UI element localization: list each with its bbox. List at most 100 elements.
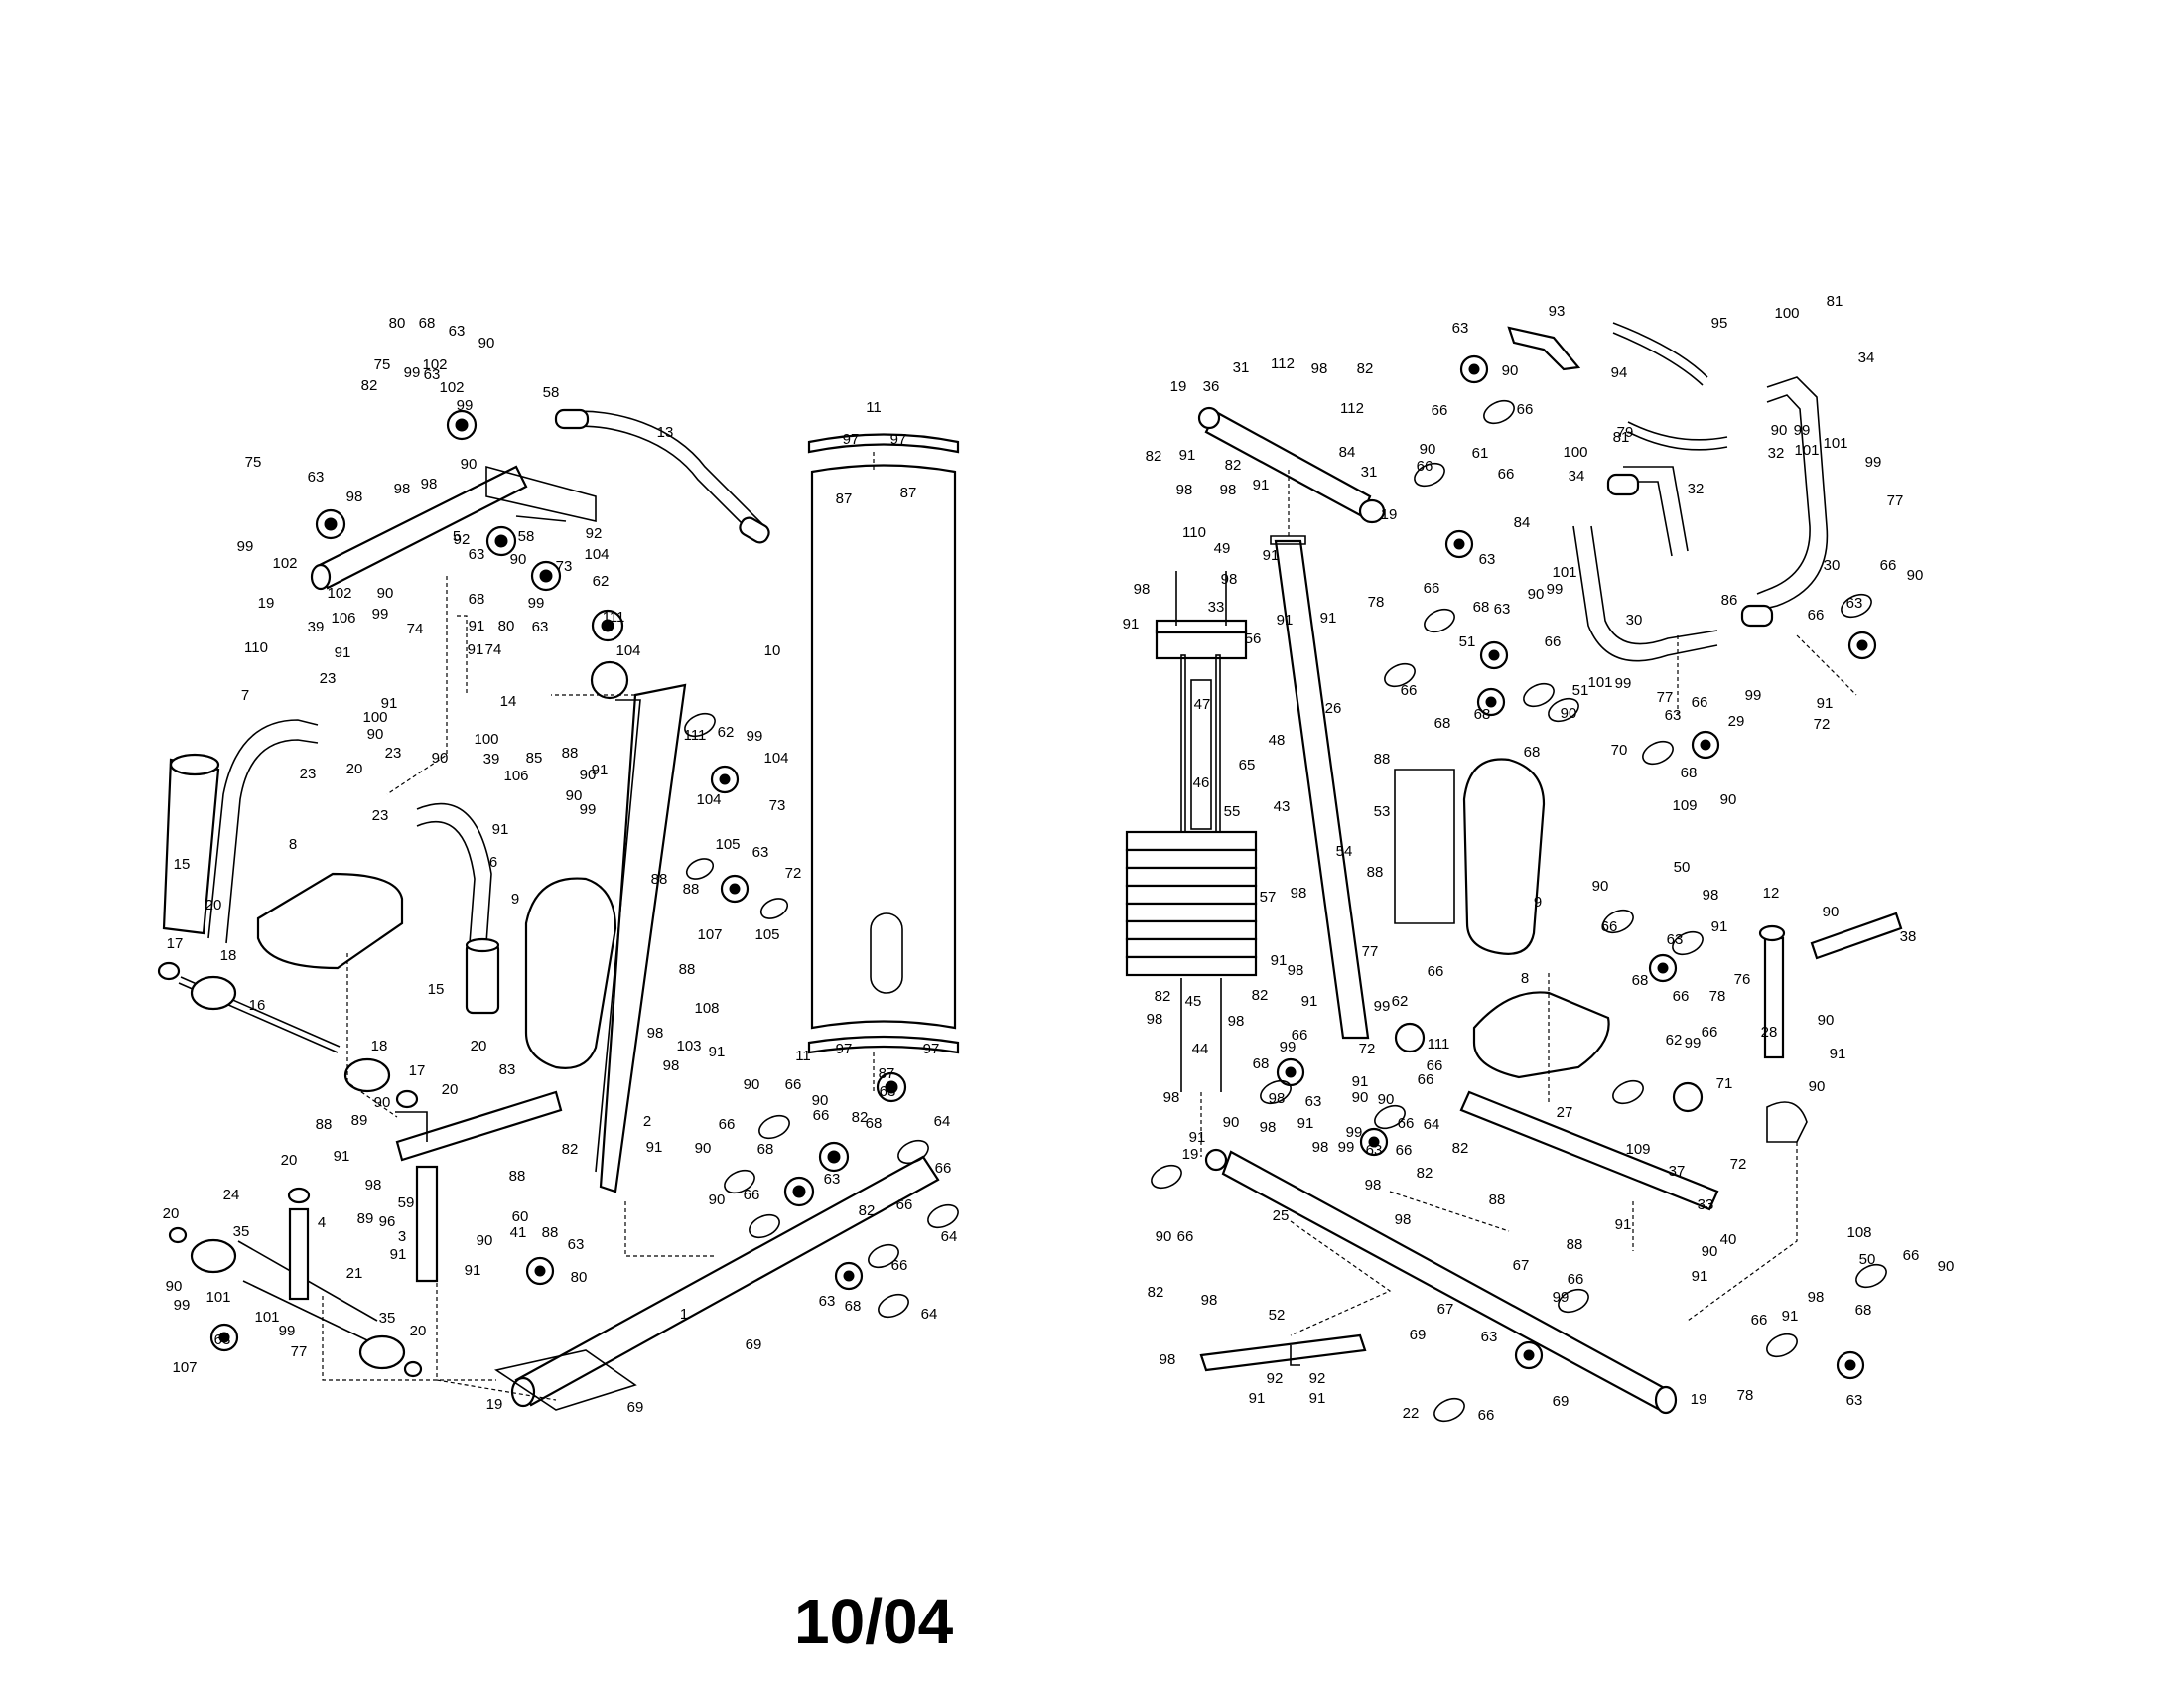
part-number-label: 72	[785, 865, 802, 882]
date-code: 10/04	[794, 1586, 954, 1657]
part-number-label: 90	[478, 335, 495, 351]
part-number-label: 82	[1417, 1165, 1433, 1182]
part-number-label: 92	[454, 531, 471, 548]
part-number-label: 1	[680, 1306, 688, 1323]
part-number-label: 21	[346, 1265, 363, 1282]
part-number-label: 97	[890, 431, 907, 448]
pulley-group-left	[209, 409, 907, 1352]
part-number-label: 77	[1657, 689, 1674, 706]
part-number-label: 101	[1823, 435, 1847, 452]
part-number-label: 63	[1665, 707, 1682, 724]
part-number-label: 18	[220, 947, 237, 964]
backrest-right-part	[1394, 758, 1546, 955]
part-number-label: 99	[174, 1297, 191, 1314]
part-number-label: 25	[1273, 1207, 1290, 1224]
part-number-label: 92	[1267, 1370, 1284, 1387]
part-number-label: 102	[327, 585, 351, 602]
part-number-label: 91	[1352, 1073, 1369, 1090]
part-number-label: 51	[1572, 682, 1589, 699]
part-number-label: 59	[398, 1194, 415, 1211]
part-number-label: 89	[357, 1210, 374, 1227]
part-number-label: 91	[1301, 993, 1318, 1010]
part-number-label: 70	[1611, 742, 1628, 759]
part-number-label: 98	[365, 1177, 382, 1193]
part-number-label: 36	[1203, 378, 1220, 395]
part-number-label: 66	[719, 1116, 736, 1133]
part-number-label: 53	[1374, 803, 1391, 820]
base-frame-right-part	[1221, 1150, 1678, 1415]
part-number-label: 104	[584, 546, 609, 563]
part-number-label: 91	[1309, 1390, 1326, 1407]
part-number-label: 17	[409, 1062, 426, 1079]
part-number-label: 63	[1846, 595, 1863, 612]
part-number-label: 26	[1325, 700, 1342, 717]
part-number-label: 3	[398, 1228, 406, 1245]
part-number-label: 6	[489, 854, 497, 871]
part-number-label: 68	[1253, 1055, 1270, 1072]
part-number-label: 66	[1545, 633, 1562, 650]
part-number-label: 77	[1887, 492, 1904, 509]
part-number-label: 107	[172, 1359, 197, 1376]
part-number-label: 87	[900, 485, 917, 501]
part-number-label: 52	[1269, 1307, 1286, 1324]
part-number-label: 111	[603, 609, 625, 626]
top-arm-part	[310, 465, 597, 591]
part-number-label: 91	[1179, 447, 1196, 464]
part-number-label: 72	[1730, 1156, 1747, 1173]
part-number-label: 20	[442, 1081, 459, 1098]
part-number-label: 62	[593, 573, 610, 590]
part-number-label: 112	[1271, 355, 1295, 372]
part-number-label: 98	[346, 489, 363, 505]
part-number-label: 8	[289, 836, 297, 853]
part-number-label: 99	[1346, 1124, 1363, 1141]
part-number-label: 100	[474, 731, 498, 748]
part-number-label: 87	[879, 1065, 895, 1082]
part-number-label: 90	[1420, 441, 1436, 458]
part-number-label: 20	[163, 1205, 180, 1222]
part-number-label: 63	[819, 1293, 836, 1310]
part-number-label: 58	[543, 384, 560, 401]
part-number-label: 111	[684, 727, 707, 744]
part-number-label: 91	[1692, 1268, 1708, 1285]
part-number-label: 99	[457, 397, 474, 414]
part-number-label: 99	[1615, 675, 1632, 692]
part-number-label: 64	[921, 1306, 938, 1323]
part-number-label: 69	[1410, 1327, 1427, 1343]
part-number-label: 18	[371, 1038, 388, 1054]
part-number-label: 15	[428, 981, 445, 998]
part-number-label: 91	[1615, 1216, 1632, 1233]
part-number-label: 66	[935, 1160, 952, 1177]
part-number-label: 76	[1734, 971, 1751, 988]
part-number-label: 90	[510, 551, 527, 568]
part-number-label: 66	[1398, 1115, 1415, 1132]
part-number-label: 91	[1277, 612, 1294, 629]
part-number-label: 108	[694, 1000, 719, 1017]
bench-frame-part	[1459, 991, 1719, 1211]
part-number-label: 91	[492, 821, 509, 838]
part-number-label: 106	[503, 768, 528, 784]
part-number-label: 78	[1709, 988, 1726, 1005]
part-number-label: 7	[241, 687, 249, 704]
part-number-label: 23	[385, 745, 402, 762]
part-number-label: 27	[1557, 1104, 1573, 1121]
part-number-label: 99	[747, 728, 763, 745]
part-number-label: 88	[1489, 1192, 1506, 1208]
part-number-label: 90	[1378, 1091, 1395, 1108]
main-upright-part	[1270, 535, 1370, 1040]
part-number-label: 91	[381, 695, 398, 712]
part-number-label: 98	[1160, 1351, 1176, 1368]
part-number-label: 19	[1381, 506, 1398, 523]
part-number-label: 98	[1176, 482, 1193, 498]
part-number-label: 108	[1846, 1224, 1871, 1241]
part-number-label: 2	[643, 1113, 651, 1130]
part-number-label: 66	[1292, 1027, 1308, 1044]
part-number-label: 43	[1274, 798, 1291, 815]
part-number-label: 96	[379, 1213, 396, 1230]
part-number-label: 66	[1432, 402, 1448, 419]
part-number-label: 81	[1827, 293, 1843, 310]
part-number-label: 82	[1148, 1284, 1164, 1301]
part-number-label: 63	[214, 1332, 231, 1348]
part-number-label: 66	[1417, 458, 1433, 475]
part-number-label: 11	[866, 399, 882, 416]
part-number-label: 91	[468, 641, 484, 658]
